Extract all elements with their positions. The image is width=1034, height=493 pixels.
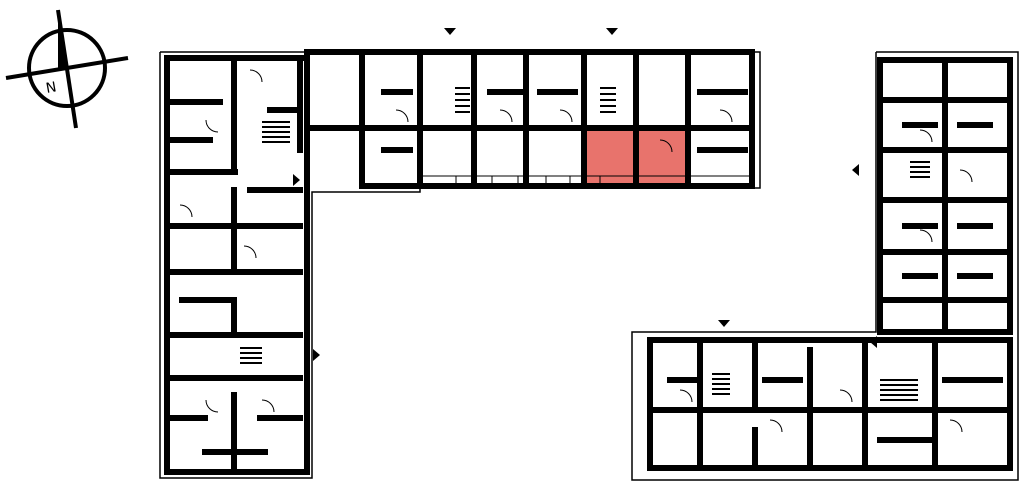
west-wing-walls bbox=[164, 55, 310, 475]
west-stair-lower bbox=[240, 347, 262, 364]
southeast-stair-left bbox=[712, 373, 730, 395]
door-swings bbox=[179, 69, 973, 433]
southeast-stair-right bbox=[880, 379, 918, 401]
compass-north-label: N bbox=[45, 79, 58, 97]
north-balcony bbox=[420, 175, 752, 186]
entrance-arrow-icon bbox=[293, 28, 877, 361]
southeast-wing-walls bbox=[647, 337, 1013, 471]
east-stair bbox=[910, 161, 930, 178]
north-stair-left bbox=[455, 87, 470, 113]
west-stair-upper bbox=[262, 121, 290, 143]
east-wing-walls bbox=[877, 57, 1013, 335]
compass-rose-icon: N bbox=[5, 9, 129, 129]
building-outline bbox=[159, 51, 1019, 481]
north-stair-right bbox=[600, 87, 616, 113]
north-wing-walls bbox=[304, 49, 755, 189]
